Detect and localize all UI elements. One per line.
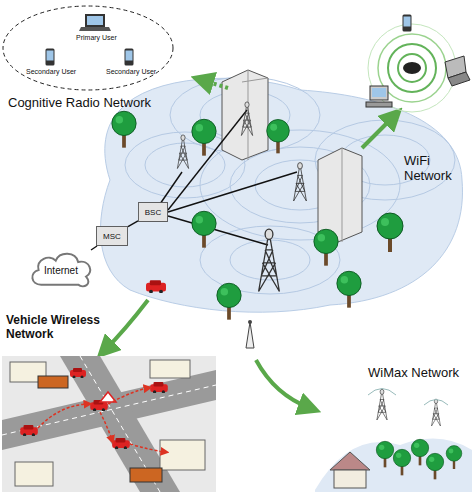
network-link: [128, 221, 138, 227]
wimax-scene: [315, 389, 472, 493]
node-text: BSC: [145, 208, 161, 217]
user-label: Secondary User: [26, 68, 86, 76]
user-label: Secondary User: [106, 68, 166, 76]
cognitive-radio-scene: [3, 6, 173, 90]
user-label: Primary User: [76, 34, 136, 42]
network-title: Vehicle Wireless Network: [6, 314, 118, 342]
network-title: Cognitive Radio Network: [8, 96, 158, 111]
bsc-box: BSC: [138, 202, 168, 222]
network-link: [91, 246, 97, 250]
node-text: MSC: [103, 232, 121, 241]
node-text: Internet: [44, 265, 78, 276]
network-title: WiMax Network: [368, 366, 473, 381]
network-title: WiFi Network: [404, 154, 470, 184]
msc-box: MSC: [96, 226, 128, 246]
vehicle-scene: [2, 356, 216, 492]
internet-cloud: Internet: [28, 250, 94, 290]
wifi-scene: [366, 15, 470, 113]
